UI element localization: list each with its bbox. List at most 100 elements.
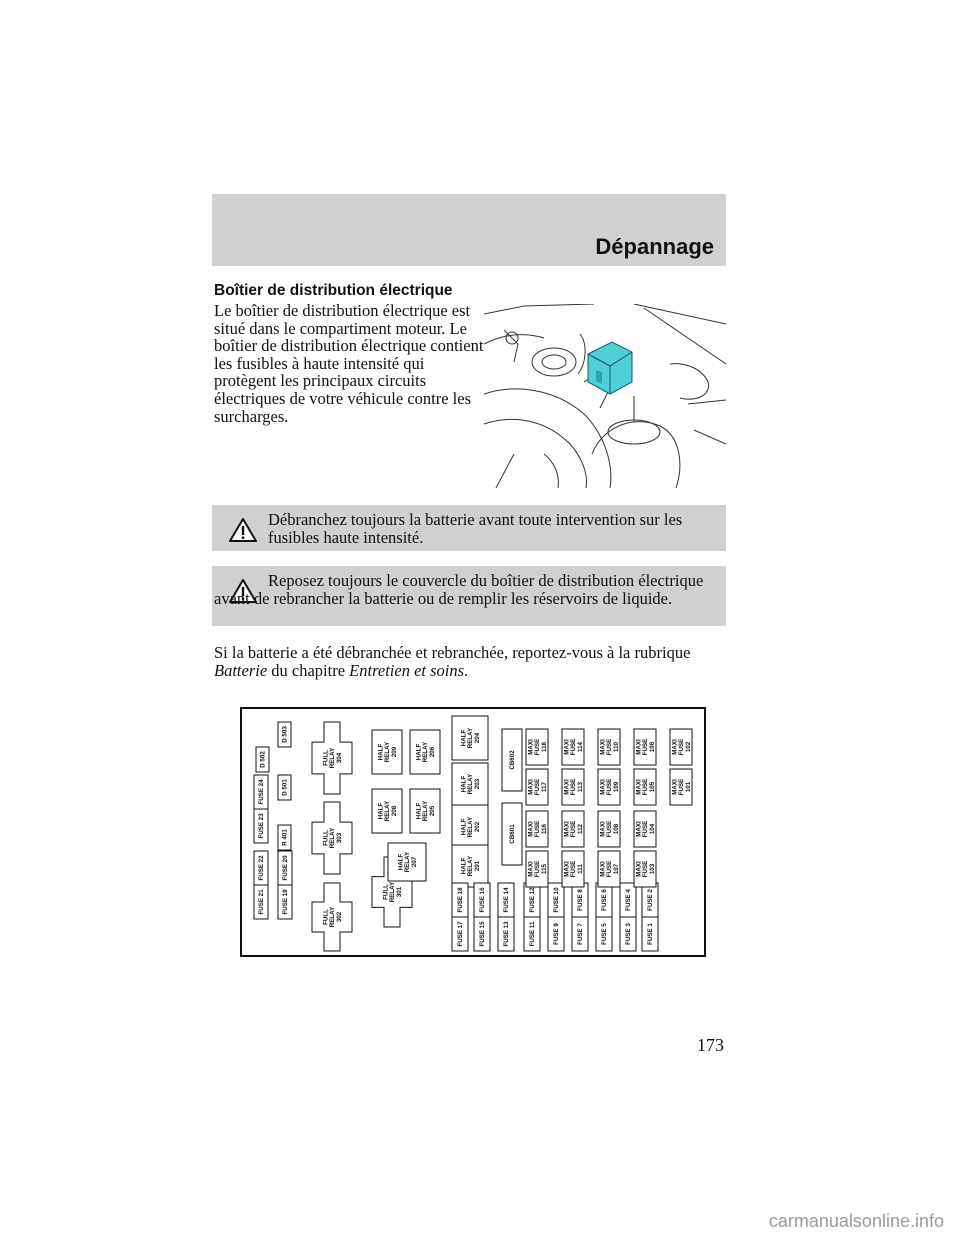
maxi-fuse-116: MAXIFUSE116 <box>528 821 548 838</box>
half-relay-209: HALFRELAY209 <box>378 741 398 762</box>
half-relay-205: HALFRELAY205 <box>416 800 436 821</box>
maxi-fuse-102-shape <box>669 728 693 766</box>
battery-paragraph: Si la batterie a été débranchée et rebra… <box>214 644 728 680</box>
fuse-20: FUSE 20 <box>282 855 289 881</box>
fuse-9: FUSE 9 <box>553 923 560 945</box>
half-relay-205-shape <box>409 788 441 834</box>
maxi-fuse-112: MAXIFUSE112 <box>564 821 584 838</box>
half-relay-206: HALFRELAY206 <box>416 741 436 762</box>
paragraph-mid: du chapitre <box>267 660 350 680</box>
maxi-fuse-118-shape <box>525 728 549 766</box>
fuse-3: FUSE 3 <box>625 923 632 945</box>
maxi-fuse-114: MAXIFUSE114 <box>564 739 584 756</box>
half-relay-209-shape <box>371 729 403 775</box>
fuse-1: FUSE 1 <box>647 923 654 945</box>
section-title: Dépannage <box>595 234 714 259</box>
resistor-r-401-shape <box>277 824 292 851</box>
circuit-breaker-cb601-shape <box>501 802 523 866</box>
maxi-fuse-110-shape <box>597 728 621 766</box>
half-relay-207: HALFRELAY207 <box>398 851 418 872</box>
fuse-5: FUSE 5 <box>601 923 608 945</box>
maxi-fuse-102: MAXIFUSE102 <box>672 739 692 756</box>
maxi-fuse-114-shape <box>561 728 585 766</box>
maxi-fuse-103-shape <box>633 850 657 888</box>
maxi-fuse-107: MAXIFUSE107 <box>600 861 620 878</box>
paragraph-text: Si la batterie a été débranchée et rebra… <box>214 643 691 662</box>
warning-text-1: Débranchez toujours la batterie avant to… <box>268 510 683 547</box>
fuse-2: FUSE 2 <box>647 889 654 911</box>
maxi-fuse-108-shape <box>597 810 621 848</box>
maxi-fuse-117-shape <box>525 768 549 806</box>
maintenance-reference: Entretien et soins <box>349 660 465 680</box>
fuse-11: FUSE 11 <box>529 921 536 946</box>
fuse-7: FUSE 7 <box>577 923 584 945</box>
circuit-breaker-cb602-shape <box>501 728 523 792</box>
fuse-19: FUSE 19 <box>282 889 289 915</box>
half-relay-203: HALFRELAY203 <box>461 773 481 794</box>
maxi-fuse-115: MAXIFUSE115 <box>528 861 548 878</box>
half-relay-202: HALFRELAY202 <box>461 816 481 837</box>
full-relay-301: FULLRELAY301 <box>383 881 403 902</box>
engine-compartment-illustration <box>484 304 726 488</box>
half-relay-204-shape <box>451 715 489 761</box>
fuse-21: FUSE 21 <box>258 889 265 915</box>
fuse-15: FUSE 15 <box>479 921 486 947</box>
fuse-16-shape <box>473 882 491 918</box>
diode-d-501: D 501 <box>282 779 289 796</box>
fuse-22: FUSE 22 <box>258 855 265 881</box>
half-relay-201-shape <box>451 844 489 888</box>
fuse-10: FUSE 10 <box>553 887 560 913</box>
intro-paragraph: Le boîtier de distribution électrique es… <box>214 301 484 426</box>
header-band: Dépannage <box>212 194 726 266</box>
fuse-24: FUSE 24 <box>258 779 265 805</box>
fuse-12: FUSE 12 <box>529 887 536 913</box>
maxi-fuse-112-shape <box>561 810 585 848</box>
diode-d-503: D 503 <box>282 726 289 743</box>
paragraph-end: . <box>464 660 469 680</box>
fuse-16: FUSE 16 <box>479 887 486 913</box>
page-title: Boîtier de distribution électrique <box>214 282 453 299</box>
warning-text-2: Reposez toujours le couvercle du boîtier… <box>214 571 704 608</box>
diode-d-501-shape <box>277 774 292 801</box>
page-number: 173 <box>697 1035 724 1055</box>
diode-d-502-shape <box>255 746 270 773</box>
watermark: carmanualsonline.info <box>768 1211 944 1231</box>
circuit-breaker-cb602: CB602 <box>509 750 516 770</box>
diode-d-502: D 502 <box>260 751 267 768</box>
fuse-24-shape <box>253 774 269 810</box>
circuit-breaker-cb601: CB601 <box>509 824 516 844</box>
battery-reference: Batterie <box>214 660 268 680</box>
warning-box-2: Reposez toujours le couvercle du boîtier… <box>212 566 726 626</box>
maxi-fuse-113-shape <box>561 768 585 806</box>
maxi-fuse-105-shape <box>633 768 657 806</box>
fuse-14: FUSE 14 <box>503 887 510 913</box>
maxi-fuse-108: MAXIFUSE108 <box>600 821 620 838</box>
warning-triangle-icon <box>229 518 257 542</box>
fuse-6: FUSE 6 <box>601 889 608 911</box>
fuse-18-shape <box>451 882 469 918</box>
maxi-fuse-109: MAXIFUSE109 <box>600 779 620 796</box>
half-relay-204: HALFRELAY204 <box>461 727 481 748</box>
full-relay-302: FULLRELAY302 <box>323 906 343 927</box>
warning-triangle-icon <box>229 579 257 603</box>
fuse-23: FUSE 23 <box>258 813 265 839</box>
maxi-fuse-101: MAXIFUSE101 <box>672 779 692 796</box>
maxi-fuse-113: MAXIFUSE113 <box>564 779 584 796</box>
fuse-20-shape <box>277 850 293 886</box>
maxi-fuse-103: MAXIFUSE103 <box>636 861 656 878</box>
fuse-13: FUSE 13 <box>503 921 510 947</box>
fuse-10-shape <box>547 882 565 918</box>
maxi-fuse-101-shape <box>669 768 693 806</box>
fuse-22-shape <box>253 850 269 886</box>
maxi-fuse-110: MAXIFUSE110 <box>600 739 620 756</box>
half-relay-203-shape <box>451 762 489 806</box>
fuse-4: FUSE 4 <box>625 889 632 911</box>
maxi-fuse-111-shape <box>561 850 585 888</box>
full-relay-302-shape <box>311 882 353 952</box>
fuse-8: FUSE 8 <box>577 889 584 911</box>
maxi-fuse-111: MAXIFUSE111 <box>564 861 584 878</box>
distribution-box-cover <box>587 341 633 395</box>
maxi-fuse-115-shape <box>525 850 549 888</box>
fuse-18: FUSE 18 <box>457 887 464 913</box>
